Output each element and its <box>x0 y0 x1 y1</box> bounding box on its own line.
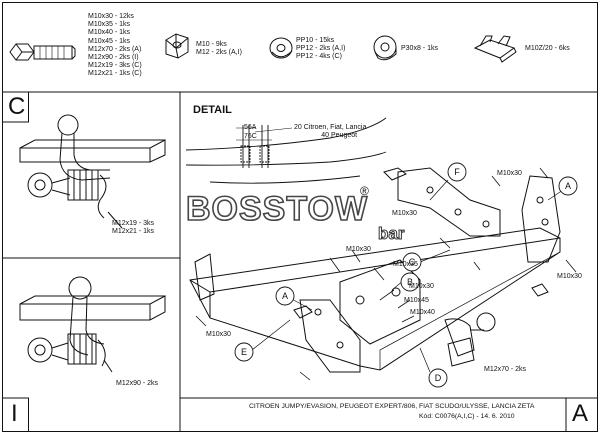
bolt-label: M10x35 <box>393 261 418 268</box>
bosstow-watermark: BOSSTOW <box>185 189 369 229</box>
footer-models: CITROEN JUMPY/EVASION, PEUGEOT EXPERT/80… <box>249 403 535 410</box>
watermark-suffix: bar <box>377 224 405 244</box>
detail-sketch <box>185 117 387 184</box>
callout-a-right: A <box>564 181 571 191</box>
bolt-label: M10x30 <box>557 273 582 280</box>
bolt-label: M10x30 <box>392 210 417 217</box>
bolt-line: M10x35 - 1ks <box>88 21 131 29</box>
washer-quantity-list: PP10 - 15ks PP12 - 2ks (A,I) PP12 - 4ks … <box>296 37 345 62</box>
registered-mark: ® <box>360 184 369 198</box>
washer-line: PP12 - 4ks (C) <box>296 53 342 61</box>
clip-nut-icon <box>473 35 517 63</box>
bolt-line: M12x70 - 2ks (A) <box>88 45 142 53</box>
thick-washer-icon <box>373 35 397 61</box>
bolt-label: M10x30 <box>346 246 371 253</box>
panel-a-letter: A <box>572 400 589 427</box>
washer-line: PP12 - 2ks (A,I) <box>296 45 346 53</box>
bolt-line: M12x21 - 1ks (C) <box>88 70 142 78</box>
panel-c-label: M12x19 - 3ks <box>112 220 155 227</box>
bolt-quantity-list: M10x30 - 12ks M10x35 - 1ks M10x40 - 1ks … <box>88 13 142 79</box>
panel-c-drawing <box>19 114 166 229</box>
bolt-icon <box>9 43 76 61</box>
bolt-line: M10x40 - 1ks <box>88 29 131 37</box>
bolt-label: M10x30 <box>409 283 434 290</box>
bolt-line: M10x45 - 1ks <box>88 37 131 45</box>
detail-dimension-56a: 56A <box>244 124 257 131</box>
callout-a-left: A <box>281 291 288 301</box>
bolt-label: M10x30 <box>206 331 231 338</box>
callout-f: F <box>454 167 460 177</box>
detail-title: DETAIL <box>193 104 232 116</box>
washer-icon <box>269 37 293 59</box>
callout-d: D <box>434 373 442 383</box>
bolt-label: M10x40 <box>410 309 435 316</box>
thick-washer-quantity: P30x8 - 1ks <box>401 45 438 52</box>
callout-c: C <box>408 257 416 267</box>
detail-note-line: 20 Citroen, Fiat, Lancia <box>294 124 367 131</box>
washer-line: PP10 - 15ks <box>296 37 335 44</box>
detail-note: 20 Citroen, Fiat, Lancia 40 Peugeot <box>294 124 366 140</box>
callout-e: E <box>240 347 247 357</box>
nut-icon <box>165 33 189 59</box>
detail-note-line: 40 Peugeot <box>321 132 358 140</box>
panel-i-drawing <box>19 276 166 373</box>
bolt-label: M10x30 <box>497 170 522 177</box>
bolt-label: M12x70 - 2ks <box>484 366 527 373</box>
nut-line: M10 - 9ks <box>196 41 227 48</box>
panel-c-label: M12x21 - 1ks <box>112 228 155 236</box>
panel-c-letter: C <box>8 93 26 120</box>
nut-line: M12 - 2ks (A,I) <box>196 49 242 57</box>
bolt-line: M12x90 - 2ks (I) <box>88 54 139 62</box>
panel-i-letter: I <box>11 400 18 427</box>
callout-b: B <box>406 277 413 287</box>
panel-c-bolt-labels: M12x19 - 3ks M12x21 - 1ks <box>112 220 154 236</box>
clip-nut-quantity: M10Z/20 - 6ks <box>525 45 570 52</box>
nut-quantity-list: M10 - 9ks M12 - 2ks (A,I) <box>196 41 242 57</box>
panel-i-bolt-label: M12x90 - 2ks <box>116 380 159 387</box>
bolt-line: M10x30 - 12ks <box>88 13 134 20</box>
bolt-line: M12x19 - 3ks (C) <box>88 62 142 70</box>
detail-dimension-76c: 76C <box>244 133 257 140</box>
footer-code: Kód: C0076(A,I,C) - 14. 6. 2010 <box>419 413 515 420</box>
bolt-label: M10x45 <box>404 297 429 304</box>
main-exploded-view <box>189 167 577 381</box>
